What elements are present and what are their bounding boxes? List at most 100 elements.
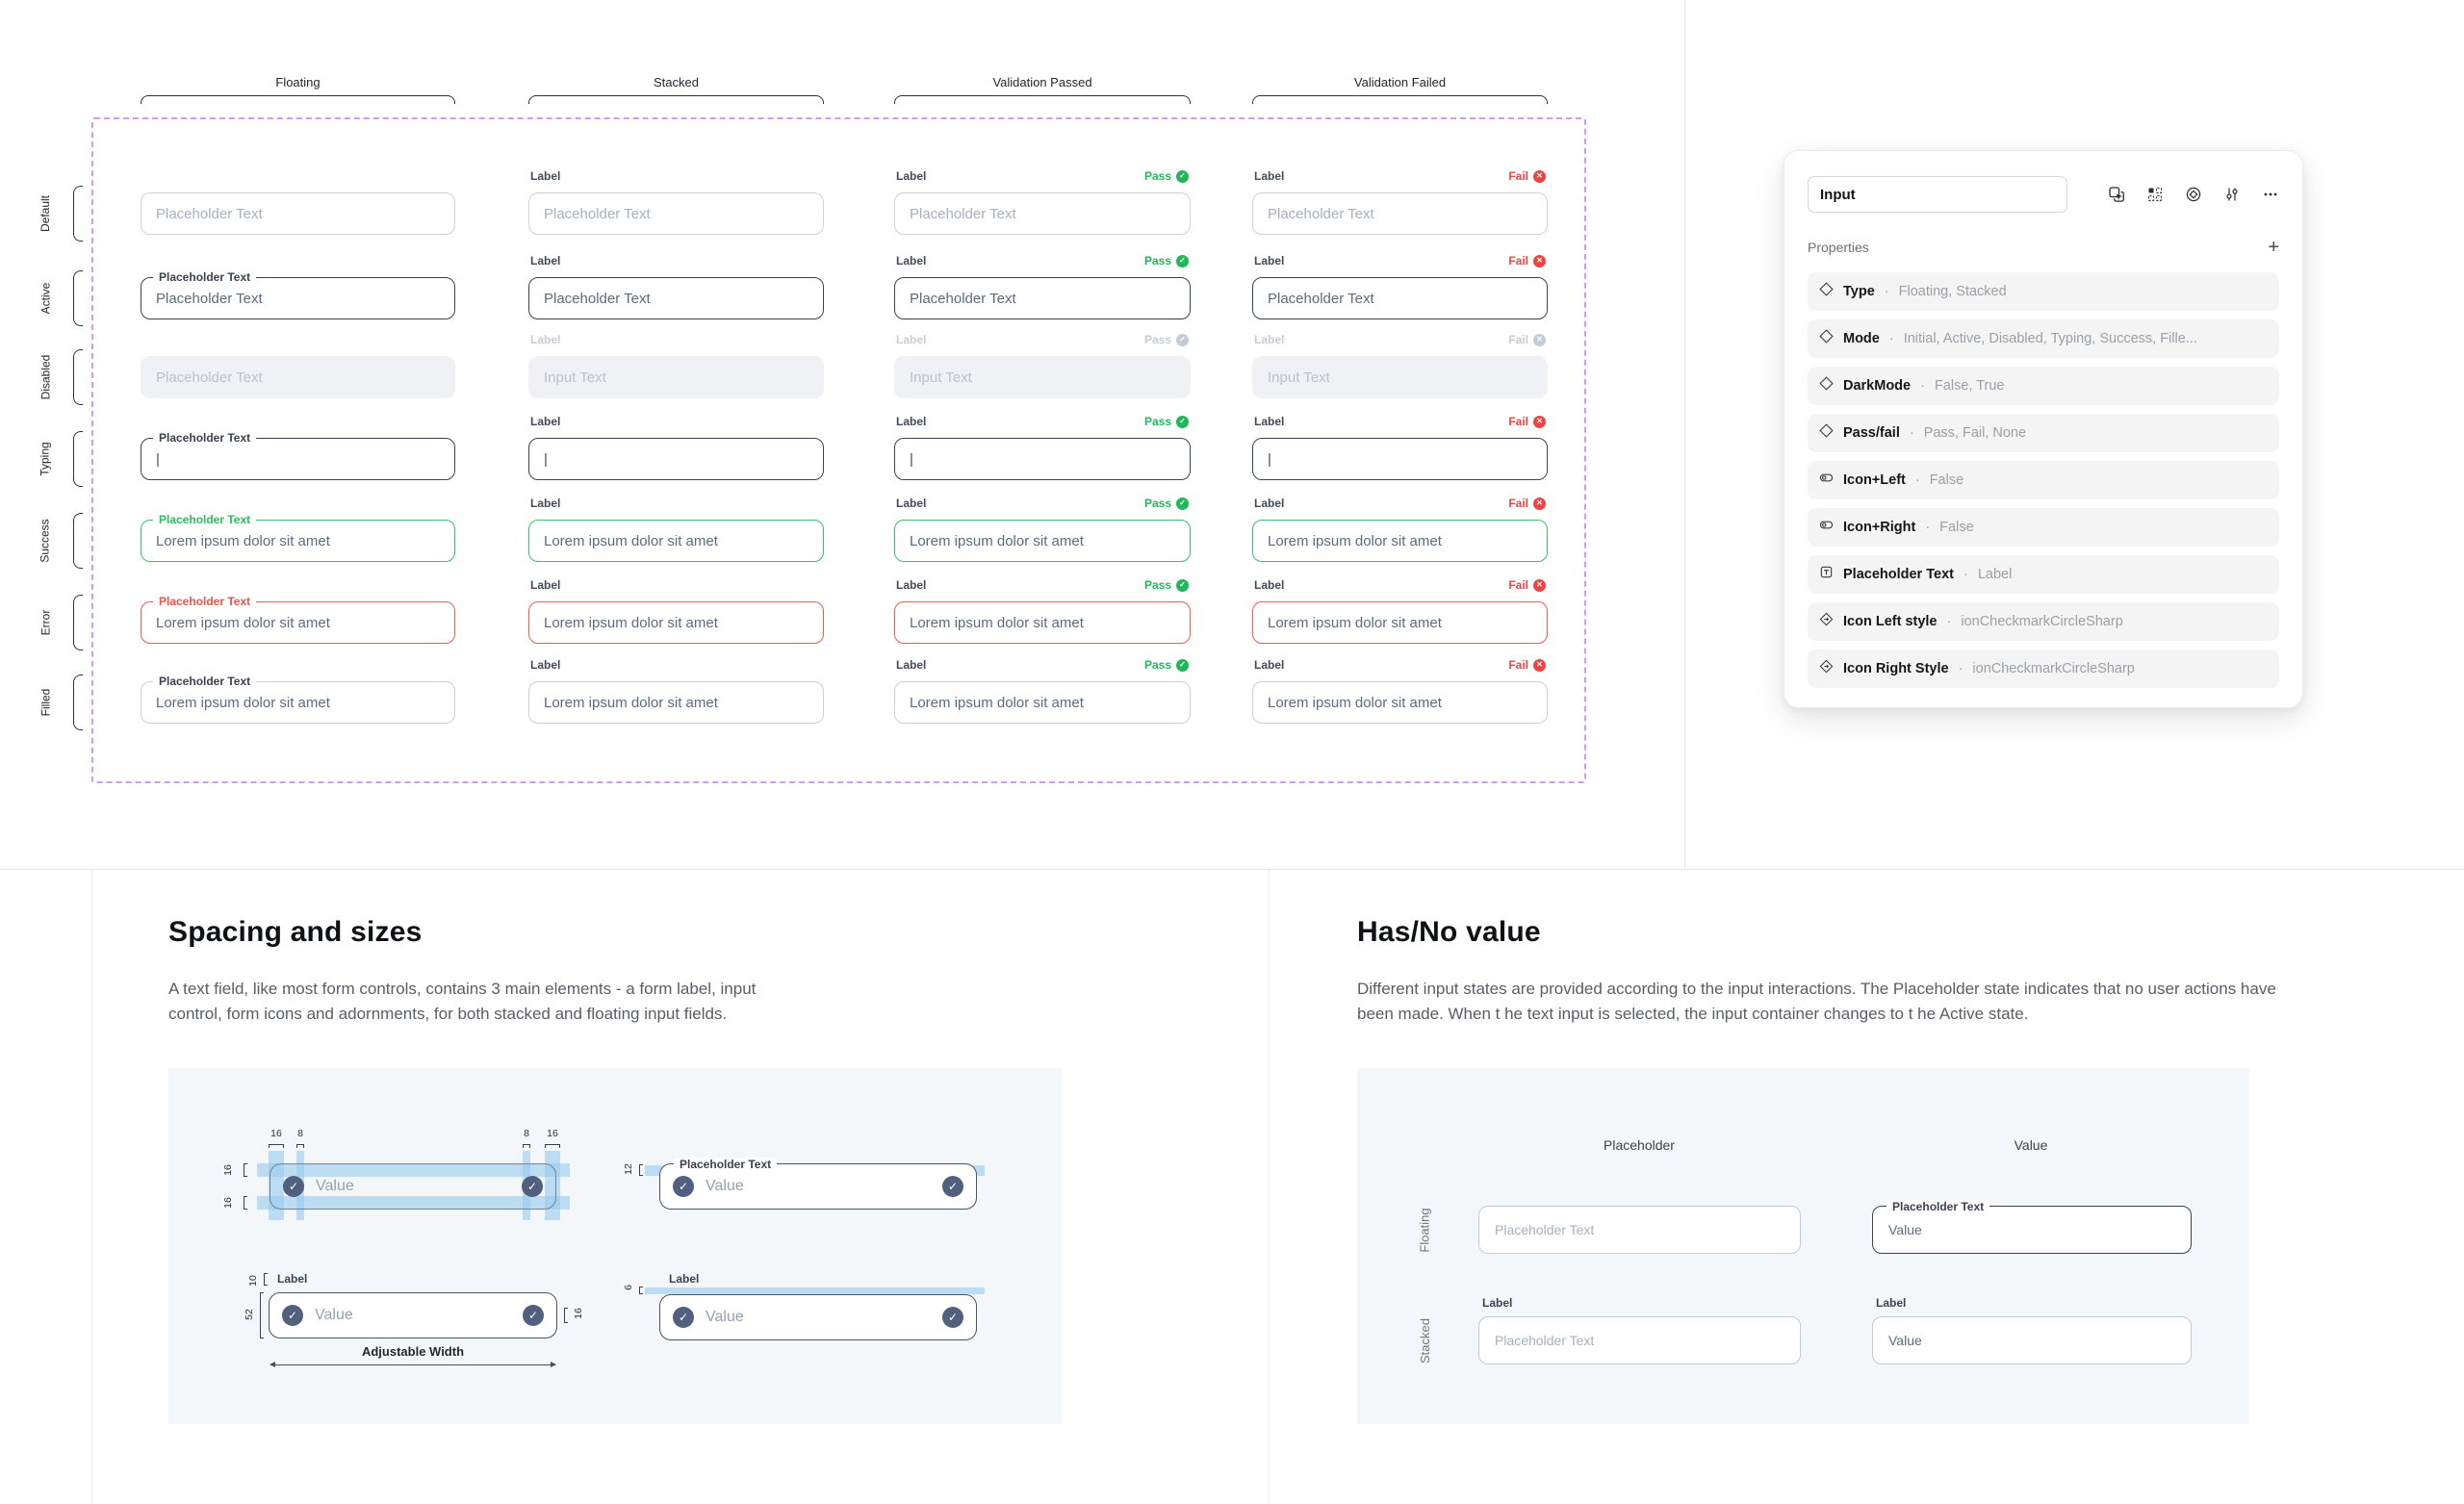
check-circle-icon: ✓ <box>1176 658 1189 672</box>
row-bracket <box>73 595 83 650</box>
pass-badge: Pass✓ <box>1144 578 1189 592</box>
component-name-input[interactable] <box>1808 176 2067 213</box>
row-bracket <box>73 675 83 730</box>
input-mock-disabled-stacked: Label Input Text <box>528 333 824 398</box>
text-caret: | <box>1268 450 1271 468</box>
measure-tick <box>264 1273 268 1286</box>
measure-16: 16 <box>547 1128 558 1139</box>
measure-tick <box>564 1308 568 1323</box>
input-mock-filled-pass: Label Pass✓ Lorem ipsum dolor sit amet <box>894 658 1191 724</box>
measure-16: 16 <box>573 1308 584 1319</box>
cross-circle-icon: ✕ <box>1533 578 1546 592</box>
input-mock-active-fail: Label Fail✕ Placeholder Text <box>1252 254 1548 319</box>
fail-badge: Fail✕ <box>1508 169 1546 183</box>
measure-tick <box>244 1196 247 1210</box>
text-property-icon <box>1819 565 1834 584</box>
check-circle-icon: ✓ <box>1176 578 1189 592</box>
column-header-placeholder: Placeholder <box>1604 1137 1675 1153</box>
hasno-floating-value-input: Placeholder Text Value <box>1872 1200 2192 1254</box>
row-header-default: Default <box>38 194 52 233</box>
input-mock-typing-pass: Label Pass✓ | <box>894 415 1191 480</box>
column-title: Stacked <box>654 75 699 89</box>
column-title: Floating <box>275 75 321 89</box>
row-bracket <box>73 270 83 326</box>
check-circle-icon: ✓ <box>283 1176 304 1197</box>
fail-badge: Fail✕ <box>1508 658 1546 672</box>
cross-circle-icon: ✕ <box>1533 658 1546 672</box>
instance-swap-icon <box>1819 612 1834 631</box>
property-row-icon-left[interactable]: Icon+Left · False <box>1808 461 2279 499</box>
input-mock-disabled-floating: Placeholder Text <box>141 356 455 398</box>
spacing-section-body: A text field, like most form controls, c… <box>168 980 757 1024</box>
row-header-filled: Filled <box>38 688 52 717</box>
component-grid-icon[interactable] <box>2146 186 2164 203</box>
property-row-passfail[interactable]: Pass/fail · Pass, Fail, None <box>1808 414 2279 452</box>
row-header-success: Success <box>38 519 53 563</box>
property-row-icon-left-style[interactable]: Icon Left style · ionCheckmarkCircleShar… <box>1808 602 2279 641</box>
property-row-darkmode[interactable]: DarkMode · False, True <box>1808 367 2279 405</box>
column-header-stacked: Stacked <box>528 75 824 104</box>
cross-circle-icon: ✕ <box>1533 497 1546 510</box>
measure-tick <box>545 1144 560 1148</box>
pass-badge: Pass✓ <box>1144 415 1189 428</box>
property-row-icon-right-style[interactable]: Icon Right Style · ionCheckmarkCircleSha… <box>1808 650 2279 688</box>
hasno-section-body: Different input states are provided acco… <box>1357 980 2276 1024</box>
cross-circle-icon: ✕ <box>1533 169 1546 183</box>
property-row-mode[interactable]: Mode · Initial, Active, Disabled, Typing… <box>1808 319 2279 358</box>
pass-badge: Pass✓ <box>1144 169 1189 183</box>
hasno-section-title: Has/No value <box>1357 916 1541 948</box>
check-circle-icon: ✓ <box>523 1305 544 1326</box>
input-mock-typing-stacked: Label | <box>528 415 824 480</box>
measure-tick <box>244 1163 247 1177</box>
text-caret: | <box>156 450 160 468</box>
row-header-typing: Typing <box>38 442 52 476</box>
apply-variant-icon[interactable] <box>2108 186 2125 203</box>
property-row-placeholder-text[interactable]: Placeholder Text · Label <box>1808 555 2279 594</box>
check-circle-icon: ✓ <box>1176 169 1189 183</box>
row-header-error: Error <box>38 609 52 636</box>
hasno-stacked-value-input: Value <box>1872 1316 2192 1364</box>
stacked-label: Label <box>1876 1296 1907 1310</box>
hasno-diagram-panel: Placeholder Value Floating Placeholder T… <box>1357 1068 2249 1424</box>
pass-badge: Pass✓ <box>1144 254 1189 268</box>
text-caret: | <box>910 450 913 468</box>
check-circle-icon: ✓ <box>282 1305 303 1326</box>
input-mock-default-pass: Label Pass✓ Placeholder Text <box>894 169 1191 235</box>
more-icon[interactable] <box>2262 186 2279 203</box>
measure-tick <box>639 1164 643 1176</box>
measure-8: 8 <box>524 1128 529 1139</box>
boolean-toggle-icon <box>1819 518 1834 537</box>
divider-vertical-top <box>1684 0 1685 869</box>
spacing-input-stacked: ✓ Value ✓ <box>659 1294 977 1340</box>
hasno-stacked-placeholder-input: Placeholder Text <box>1478 1316 1801 1364</box>
sliders-icon[interactable] <box>2223 186 2241 203</box>
row-header-disabled: Disabled <box>38 354 53 400</box>
input-mock-error-pass: Label Pass✓ Lorem ipsum dolor sit amet <box>894 578 1191 644</box>
column-bracket <box>1252 95 1548 104</box>
properties-title: Properties <box>1808 240 1869 255</box>
input-mock-success-pass: Label Pass✓ Lorem ipsum dolor sit amet <box>894 497 1191 562</box>
measure-band-horizontal <box>257 1196 570 1210</box>
add-property-button[interactable]: + <box>2268 237 2279 258</box>
column-header-value: Value <box>2014 1137 2048 1153</box>
column-title: Validation Passed <box>992 75 1092 89</box>
measure-6: 6 <box>623 1285 634 1290</box>
property-row-type[interactable]: Type · Floating, Stacked <box>1808 272 2279 311</box>
check-circle-icon: ✓ <box>942 1176 963 1197</box>
column-header-floating: Floating <box>141 75 455 104</box>
spacing-diagram-panel: ✓ Value ✓ 16 8 8 16 16 16 Placeholder Te… <box>168 1068 1062 1424</box>
component-set-frame <box>91 117 1586 783</box>
input-mock-disabled-pass: Label Pass✓ Input Text <box>894 333 1191 398</box>
input-mock-active-stacked: Label Placeholder Text <box>528 254 824 319</box>
property-row-icon-right[interactable]: Icon+Right · False <box>1808 508 2279 547</box>
divider-vertical-bottom-left <box>91 869 92 1504</box>
row-header-floating: Floating <box>1417 1207 1432 1253</box>
target-diamond-icon[interactable] <box>2185 186 2202 203</box>
input-mock-error-fail: Label Fail✕ Lorem ipsum dolor sit amet <box>1252 578 1548 644</box>
measure-band-horizontal <box>257 1163 570 1177</box>
row-bracket <box>73 431 83 487</box>
